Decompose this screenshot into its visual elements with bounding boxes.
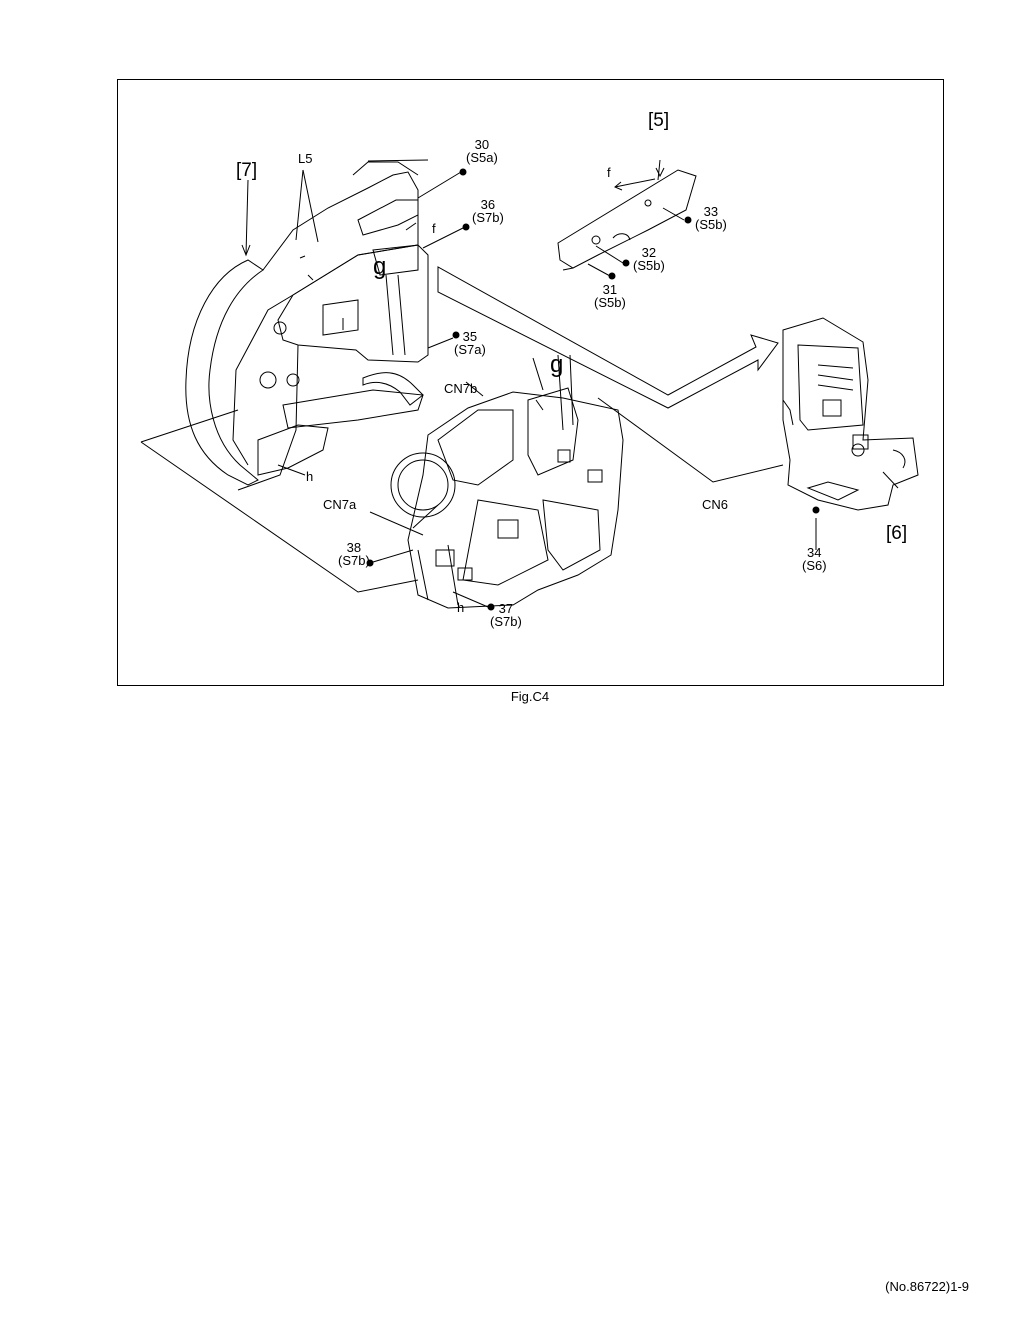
screws	[366, 168, 820, 611]
exploded-view-drawing	[140, 159, 919, 611]
white-arrow-to-unit6	[437, 266, 779, 409]
label-f-left: f	[432, 221, 436, 236]
assembly-6	[782, 317, 919, 550]
main-camera-block	[390, 354, 624, 609]
front-housing-7	[185, 161, 429, 491]
screw-label-38: 38(S7b)	[338, 540, 370, 568]
screw-label-32: 32(S5b)	[633, 245, 665, 273]
screw-label-34: 34(S6)	[802, 545, 827, 573]
page-number: (No.86722)1-9	[885, 1279, 969, 1294]
label-f-right: f	[607, 165, 611, 180]
label-g-left: g	[373, 253, 387, 280]
label-g-right: g	[550, 351, 564, 378]
screw-label-37: 37(S7b)	[490, 601, 522, 629]
label-h-bottom: h	[457, 600, 465, 615]
screw-label-33: 33(S5b)	[695, 204, 727, 232]
screw-leaders	[241, 159, 685, 608]
label-unit-6: [6]	[886, 523, 908, 544]
label-L5: L5	[298, 151, 313, 166]
label-CN7a: CN7a	[323, 497, 357, 512]
screw-label-30: 30(S5a)	[466, 137, 498, 165]
label-CN7b: CN7b	[444, 381, 478, 396]
screw-label-31: 31(S5b)	[594, 282, 626, 310]
label-unit-7: [7]	[236, 160, 258, 181]
bracket-5	[557, 159, 697, 271]
screw-label-36: 36(S7b)	[472, 197, 504, 225]
connector-guide-lines	[140, 397, 784, 593]
label-h-left: h	[306, 469, 314, 484]
label-unit-5: [5]	[648, 110, 670, 131]
screw-label-35: 35(S7a)	[454, 329, 486, 357]
ribbon-arrow	[362, 372, 424, 406]
figure-frame: [5] [6] [7] L5 f f g g h h CN7a CN7b CN6…	[117, 79, 944, 686]
figure-caption: Fig.C4	[510, 689, 550, 704]
label-CN6: CN6	[702, 497, 729, 512]
